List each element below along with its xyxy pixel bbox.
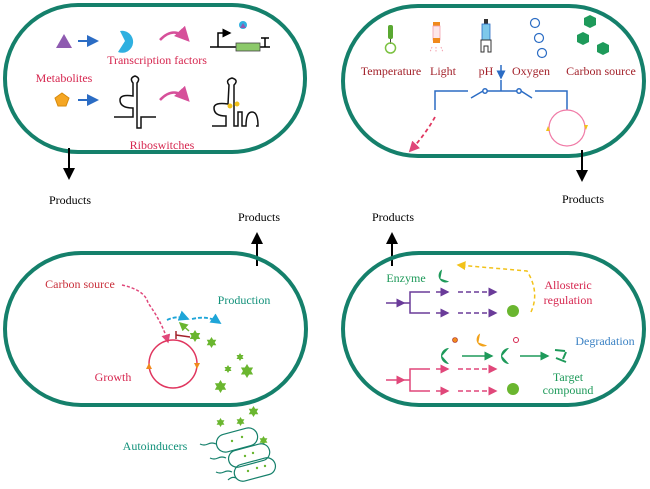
- label-compound: compound: [543, 383, 594, 397]
- inhibitor-icon: [476, 333, 488, 347]
- curved-arrow-icon: [159, 25, 190, 42]
- cell-outline: [3, 251, 308, 407]
- cleaved-substrate-icon: [513, 337, 519, 343]
- carbon-source-hexagons-icon: [577, 15, 609, 55]
- inhibition-icon: [175, 334, 191, 338]
- riboswitch-on-icon: [212, 77, 259, 127]
- label-degradation: Degradation: [575, 334, 634, 348]
- label-products: Products: [372, 210, 414, 224]
- panel-metabolite-sensing: Transcription factors Metabolites Ribosw…: [3, 3, 307, 207]
- curved-arrow-icon: [159, 85, 190, 102]
- label-production: Production: [218, 293, 271, 307]
- cell-outline: [3, 3, 307, 154]
- bacteria-group-icon: [199, 427, 277, 482]
- label-enzyme: Enzyme: [386, 271, 425, 285]
- promoter-gene-icon: [210, 21, 270, 52]
- plasmid-circle-icon: [548, 109, 586, 147]
- transcription-factor-icon: [118, 30, 134, 53]
- panel-enzyme-regulation: Products Enzyme Allosteric regulation De…: [341, 210, 646, 407]
- dashed-arrow-icon: [191, 313, 222, 324]
- metabolite-pentagon-icon: [54, 92, 70, 107]
- thermometer-icon: [384, 25, 397, 54]
- label-regulation: regulation: [544, 293, 593, 307]
- label-growth: Growth: [95, 370, 132, 384]
- target-compound-icon: [507, 383, 519, 395]
- panel-environmental-signals: Temperature Light pH Oxygen Carbon sourc…: [341, 4, 646, 206]
- feedback-arrow-icon: [456, 261, 536, 313]
- label-products: Products: [238, 210, 280, 224]
- enzyme-icon: [501, 348, 509, 364]
- ph-probe-icon: [480, 19, 492, 53]
- cell-outline: [341, 4, 646, 158]
- activation-arrow-icon: [178, 322, 190, 332]
- cycle-arrow-icon: [146, 363, 152, 369]
- label-riboswitches: Riboswitches: [130, 138, 195, 152]
- pink-pathway-icon: [386, 364, 498, 396]
- enzyme-icon: [438, 269, 450, 283]
- light-bulb-icon: [429, 22, 444, 53]
- growth-cycle-icon: [148, 339, 198, 389]
- product-blob-icon: [507, 305, 519, 317]
- substrate-icon: [452, 337, 458, 343]
- label-autoinducers: Autoinducers: [123, 439, 188, 453]
- label-products: Products: [49, 193, 91, 207]
- label-target: Target: [553, 370, 584, 384]
- dashed-arrow-icon: [121, 284, 171, 344]
- label-ph: pH: [479, 64, 494, 78]
- label-allosteric: Allosteric: [544, 278, 591, 292]
- dashed-arrow-icon: [166, 310, 190, 321]
- ligand-icon: [227, 103, 233, 109]
- label-carbon-source: Carbon source: [45, 277, 115, 291]
- label-transcription-factors: Transcription factors: [107, 53, 207, 67]
- ligand-icon: [234, 101, 240, 107]
- riboswitch-off-icon: [114, 75, 156, 129]
- purple-pathway-icon: [386, 287, 498, 318]
- label-carbon-source: Carbon source: [566, 64, 636, 78]
- cycle-arrow-icon: [194, 363, 200, 369]
- label-oxygen: Oxygen: [512, 64, 550, 78]
- label-products: Products: [562, 192, 604, 206]
- cell-outline: [341, 251, 646, 407]
- panel-quorum-sensing: Products Carbon source Production Growth…: [3, 210, 308, 482]
- degraded-fragments-icon: [554, 349, 567, 363]
- oxygen-bubbles-icon: [529, 17, 548, 59]
- label-temperature: Temperature: [361, 64, 421, 78]
- enzyme-icon: [441, 348, 449, 364]
- plasmid-arrow-icon: [584, 125, 588, 130]
- metabolite-triangle-icon: [56, 34, 72, 48]
- label-metabolites: Metabolites: [36, 71, 93, 85]
- autoinducer-stars-icon: [189, 330, 268, 445]
- label-light: Light: [430, 64, 457, 78]
- dashed-arrow-icon: [408, 116, 436, 153]
- genetic-switch-icon: [434, 65, 568, 110]
- plasmid-arrow-icon: [546, 126, 550, 131]
